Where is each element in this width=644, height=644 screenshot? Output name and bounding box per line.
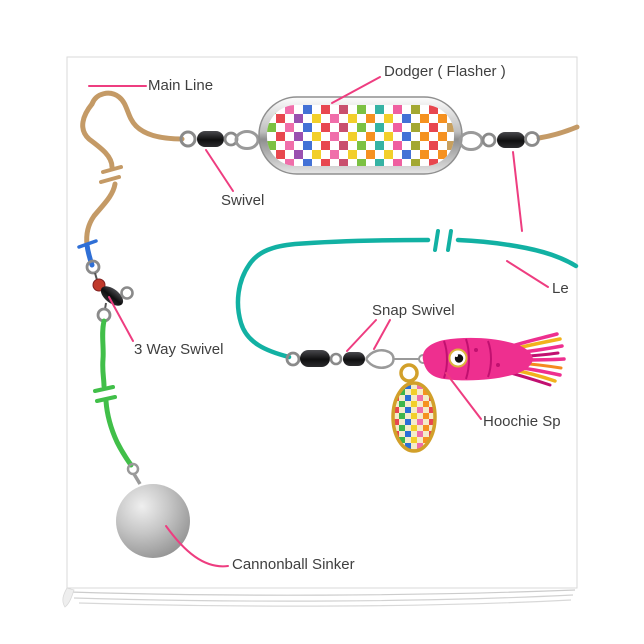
right-swivel-graphic — [458, 131, 540, 151]
snap-swivel-graphic — [285, 349, 428, 369]
dodger-frame — [258, 96, 463, 175]
dodger-checker-pattern — [267, 105, 454, 166]
hoochie-body — [422, 337, 533, 381]
label-main-line: Main Line — [148, 77, 214, 94]
tentacle — [512, 351, 560, 359]
swivel-ring-icon — [179, 130, 197, 148]
pointer-swivel-right — [512, 151, 523, 232]
label-leader-partial: Le — [552, 280, 569, 297]
swivel-barrel-icon — [497, 132, 525, 148]
left-swivel-graphic — [179, 130, 260, 150]
swivel-barrel-icon — [100, 286, 124, 306]
spinner-blade-graphic — [391, 363, 437, 453]
line-break-mark — [95, 395, 117, 403]
dodger-clasp-icon — [458, 131, 484, 151]
label-hoochie-partial: Hoochie Sp — [483, 413, 561, 430]
swivel-barrel-icon — [197, 131, 224, 147]
swivel-ring-icon — [85, 259, 101, 275]
spinner-rim — [391, 381, 437, 453]
notepad-page-edge — [62, 56, 578, 608]
pointer-three-way-swivel — [108, 296, 134, 342]
spinner-checker-pattern — [393, 383, 435, 451]
body-stripe — [487, 340, 492, 378]
pointer-cannonball — [165, 525, 229, 568]
tentacle — [514, 344, 564, 355]
swivel-ring-icon — [524, 131, 540, 147]
pointer-leader — [506, 260, 549, 288]
dodger-flasher-graphic — [258, 96, 463, 175]
sinker-ring-icon — [126, 462, 140, 476]
body-stripe — [443, 340, 448, 379]
cannonball-sinker-graphic — [116, 462, 190, 558]
tentacle — [511, 337, 562, 351]
swivel-barrel-icon — [300, 350, 330, 367]
leader-line-graphic — [235, 229, 579, 360]
line-break-mark — [101, 165, 123, 174]
label-dodger-flasher: Dodger ( Flasher ) — [384, 63, 506, 80]
sinker-ball-icon — [116, 484, 190, 558]
pointer-dodger — [331, 76, 381, 104]
swivel-ring-icon — [96, 307, 112, 323]
label-swivel: Swivel — [221, 192, 265, 209]
dodger-clasp-icon — [234, 130, 260, 150]
swivel-ring-icon — [481, 132, 497, 148]
red-bead-icon — [92, 278, 106, 292]
three-way-swivel-graphic — [85, 259, 134, 323]
main-line-graphic — [80, 90, 580, 248]
line-break-mark — [99, 175, 121, 184]
tentacle — [515, 357, 566, 362]
label-cannonball-sinker: Cannonball Sinker — [232, 556, 355, 573]
pointer-lines — [88, 76, 549, 568]
hoochie-squid-graphic — [422, 332, 566, 387]
line-break-mark — [433, 229, 440, 252]
tentacle — [510, 332, 559, 348]
split-ring-icon — [399, 363, 419, 383]
pointer-snap-swivel-1 — [346, 319, 377, 352]
tentacle — [515, 361, 563, 370]
lure-nose-ring-icon — [418, 354, 428, 364]
line-break-mark — [93, 385, 115, 393]
swivel-ring-icon — [329, 352, 343, 366]
tentacle — [509, 371, 552, 387]
blue-line-segment — [77, 239, 98, 268]
swivel-ring-icon — [120, 286, 134, 300]
snap-clip-icon — [364, 349, 395, 369]
swivel-ring-icon — [223, 131, 239, 147]
label-three-way-swivel: 3 Way Swivel — [134, 341, 224, 358]
page-corner-curl — [62, 587, 75, 608]
tentacle — [512, 368, 557, 383]
snap-barrel-icon — [343, 352, 365, 366]
tentacle — [513, 365, 562, 377]
main-line-right-tail — [536, 124, 580, 141]
body-stripe — [465, 338, 470, 380]
pointer-swivel-left — [205, 149, 234, 192]
sinker-line-graphic — [93, 318, 134, 468]
swivel-ring-icon — [285, 351, 301, 367]
pointer-snap-swivel-2 — [373, 319, 391, 350]
pointer-hoochie — [445, 372, 482, 420]
eye-icon — [448, 348, 468, 368]
line-break-mark — [446, 229, 453, 252]
label-snap-swivel: Snap Swivel — [372, 302, 455, 319]
